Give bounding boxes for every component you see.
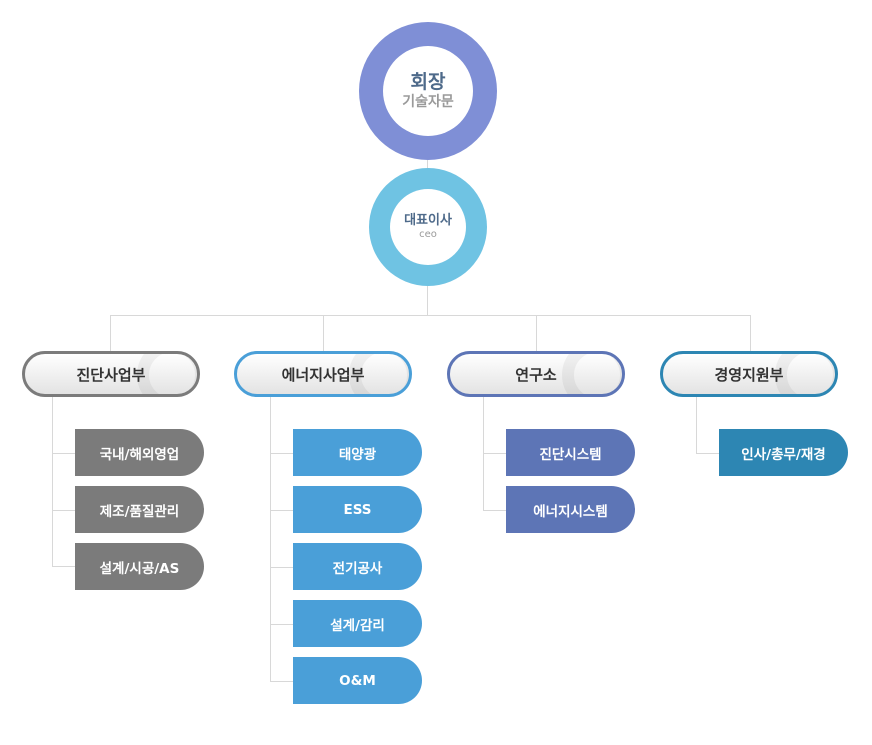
division-research: 연구소 (447, 351, 625, 397)
list-item: 에너지시스템 (506, 486, 635, 533)
division-diagnostics: 진단사업부 (22, 351, 200, 397)
list-item: 설계/감리 (293, 600, 422, 647)
ceo-title: 대표이사 (404, 213, 452, 228)
division-energy: 에너지사업부 (234, 351, 412, 397)
connector-div-2 (323, 315, 324, 353)
list-item: 전기공사 (293, 543, 422, 590)
chairman-title: 회장 (410, 71, 446, 93)
division-label: 연구소 (515, 365, 557, 384)
division-label: 진단사업부 (76, 365, 146, 384)
list-item: O&M (293, 657, 422, 704)
division-management: 경영지원부 (660, 351, 838, 397)
ceo-node: 대표이사 ceo (369, 168, 487, 286)
connector-div-3 (536, 315, 537, 353)
list-item: ESS (293, 486, 422, 533)
list-item: 태양광 (293, 429, 422, 476)
list-item: 인사/총무/재경 (719, 429, 848, 476)
connector-branch (270, 397, 271, 681)
chairman-node: 회장 기술자문 (359, 22, 497, 160)
division-label: 경영지원부 (714, 365, 784, 384)
connector-ceo-trunk (427, 286, 428, 316)
connector-div-4 (750, 315, 751, 353)
connector-branch (483, 397, 484, 511)
list-item: 진단시스템 (506, 429, 635, 476)
connector-chairman-ceo (427, 160, 428, 168)
list-item: 제조/품질관리 (75, 486, 204, 533)
connector-branch (696, 397, 697, 454)
ceo-subtitle: ceo (419, 229, 437, 240)
list-item: 국내/해외영업 (75, 429, 204, 476)
ceo-inner: 대표이사 ceo (390, 189, 466, 265)
chairman-inner: 회장 기술자문 (383, 46, 473, 136)
connector-div-1 (110, 315, 111, 353)
connector-branch (52, 397, 53, 567)
list-item: 설계/시공/AS (75, 543, 204, 590)
connector-horizontal (110, 315, 751, 316)
division-label: 에너지사업부 (281, 365, 365, 384)
chairman-subtitle: 기술자문 (402, 94, 454, 110)
